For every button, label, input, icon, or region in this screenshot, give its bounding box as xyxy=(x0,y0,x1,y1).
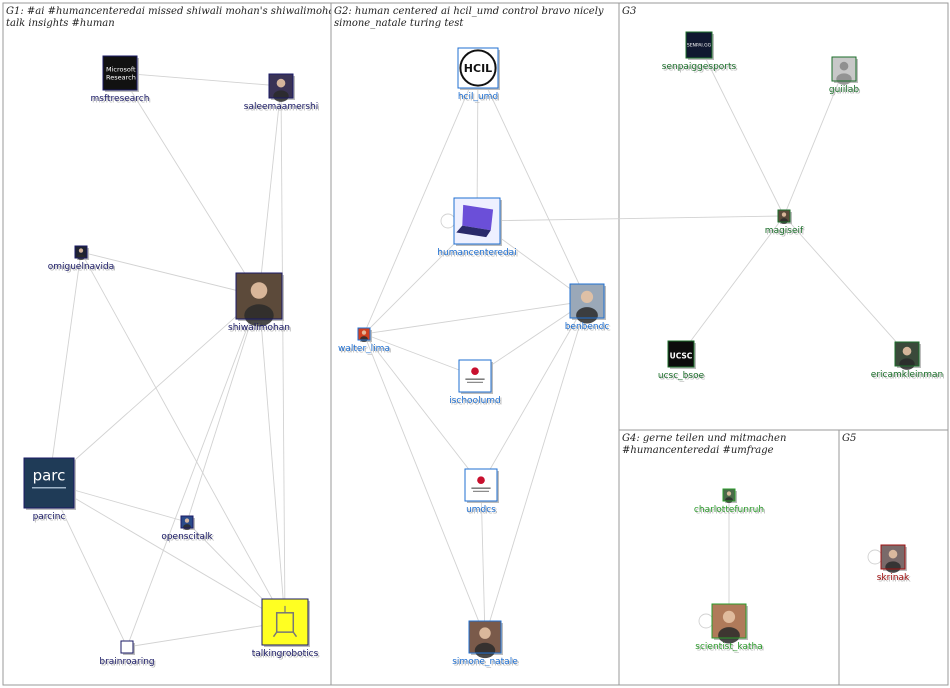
node-label: benbendc xyxy=(565,322,610,332)
blank-avatar-icon xyxy=(121,641,133,653)
node-label: ericamkleinman xyxy=(871,370,943,380)
group-title-line: G3 xyxy=(622,6,636,17)
svg-text:parc: parc xyxy=(33,467,66,485)
umd-logo-icon xyxy=(465,469,497,501)
node-label: parcinc xyxy=(33,512,66,522)
node-label: brainroaring xyxy=(99,657,154,667)
node-label: openscitalk xyxy=(161,532,213,542)
node-label: charlottefunruh xyxy=(694,505,764,515)
node-label: saleemaamershi xyxy=(244,102,318,112)
node-label: skrinak xyxy=(877,573,910,583)
node-label: ischoolumd xyxy=(449,396,501,406)
group-title-line: talk insights #human xyxy=(6,18,115,29)
node-label: scientist_katha xyxy=(695,642,762,652)
node-label: humancenteredai xyxy=(437,248,516,258)
node-label: umdcs xyxy=(466,505,496,515)
node-label: ucsc_bsoe xyxy=(658,371,705,381)
group-title-line: G1: #ai #humancenteredai missed shiwali … xyxy=(6,6,382,17)
node-label: simone_natale xyxy=(452,657,518,667)
node-label: senpaiggesports xyxy=(662,62,737,72)
hcil-logo-icon: HCIL xyxy=(458,48,498,88)
node-label: magiseif xyxy=(765,226,804,236)
group-title-line: #humancenteredai #umfrage xyxy=(622,445,774,456)
svg-text:HCIL: HCIL xyxy=(464,62,492,75)
parc-logo-icon: parc xyxy=(24,458,74,508)
node-label: talkingrobotics xyxy=(252,649,319,659)
node-label: msftresearch xyxy=(91,94,150,104)
node-label: omiguelnavida xyxy=(48,262,115,272)
group-title-line: G4: gerne teilen und mitmachen xyxy=(622,433,786,444)
laptop-illustration-icon xyxy=(454,198,500,244)
ucsc-logo-icon: UCSC xyxy=(668,341,694,367)
group-title-line: G2: human centered ai hcil_umd control b… xyxy=(334,6,604,17)
esports-logo-icon: SENPAI.GG xyxy=(686,32,712,58)
avatar-icon xyxy=(236,273,282,326)
node-label: guiilab xyxy=(829,85,859,95)
group-title-line: simone_natale turing test xyxy=(334,18,464,29)
group-panel-g1: G1: #ai #humancenteredai missed shiwali … xyxy=(3,3,382,685)
svg-text:SENPAI.GG: SENPAI.GG xyxy=(687,42,712,48)
node-label: walter_lima xyxy=(338,344,390,354)
svg-text:Research: Research xyxy=(106,73,136,81)
node-label: shiwalimohan xyxy=(228,323,290,333)
node-label: hcil_umd xyxy=(458,92,498,102)
group-title-line: G5 xyxy=(842,433,856,444)
umd-logo-icon xyxy=(459,360,491,392)
svg-text:UCSC: UCSC xyxy=(670,352,693,361)
robot-logo-icon xyxy=(262,599,308,645)
svg-text:Microsoft: Microsoft xyxy=(106,65,136,73)
